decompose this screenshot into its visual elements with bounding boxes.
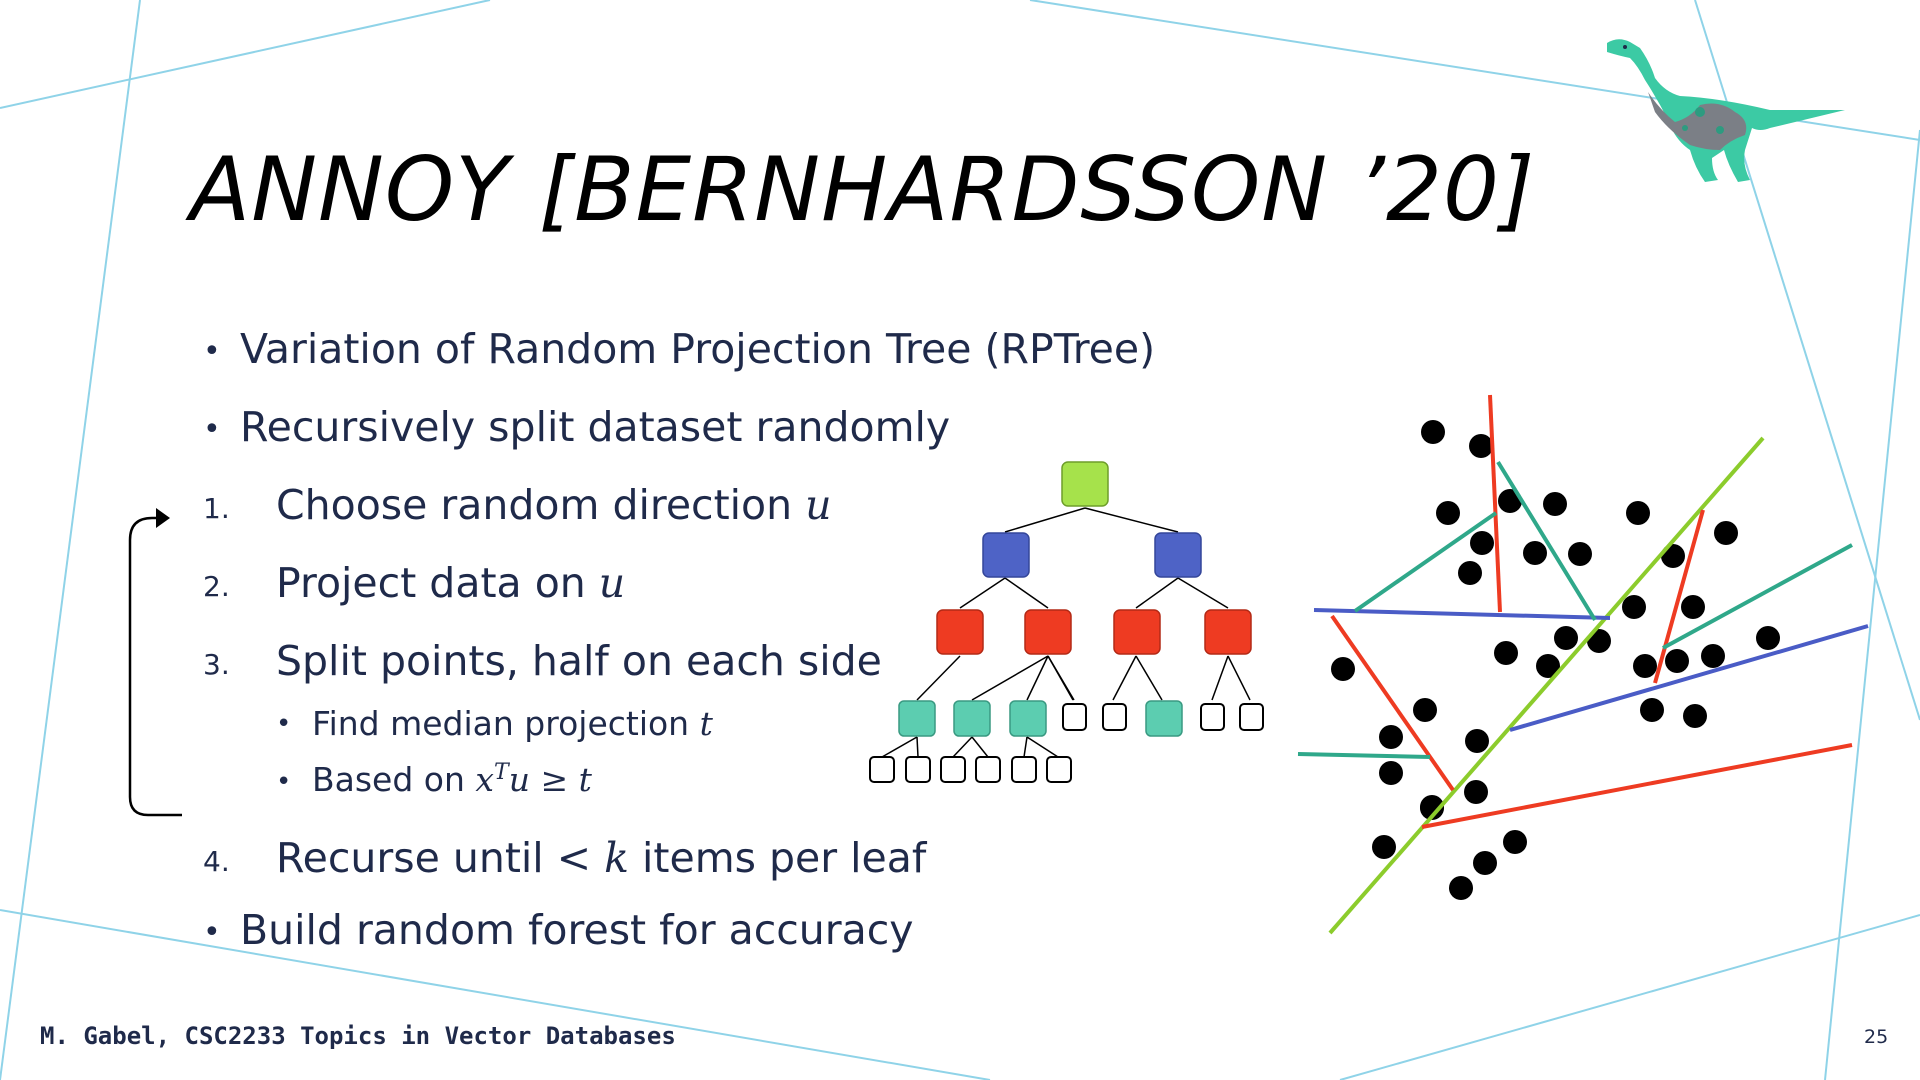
substep-1-math: t <box>699 704 713 743</box>
step-2-math: u <box>598 559 626 607</box>
step-3: Split points, half on each side <box>276 637 882 685</box>
step-1-number: 1. <box>203 492 230 525</box>
step-2-text: Project data on <box>276 559 599 607</box>
bullet-dot-icon: • <box>203 915 221 950</box>
bullet-2: Recursively split dataset randomly <box>240 403 951 451</box>
bullet-last: Build random forest for accuracy <box>240 906 914 954</box>
substep-1-text: Find median projection <box>312 704 700 743</box>
bullet-dot-icon: • <box>203 412 221 447</box>
footer: M. Gabel, CSC2233 Topics in Vector Datab… <box>40 1022 676 1050</box>
step-2: Project data on u <box>276 559 625 607</box>
step-1: Choose random direction u <box>276 481 832 529</box>
step-4-number: 4. <box>203 845 230 878</box>
step-4-text-after: items per leaf <box>628 834 927 882</box>
substep-2-math-rest: u ≥ t <box>508 760 592 799</box>
step-1-text: Choose random direction <box>276 481 806 529</box>
bullet-1: Variation of Random Projection Tree (RPT… <box>240 325 1156 373</box>
substep-2-text: Based on <box>312 760 476 799</box>
step-4: Recurse until < k items per leaf <box>276 834 926 882</box>
step-1-math: u <box>805 481 832 529</box>
substep-2-math-sup: T <box>494 760 509 785</box>
substep-2: Based on xTu ≥ t <box>312 760 592 799</box>
step-2-number: 2. <box>203 570 230 603</box>
substep-1: Find median projection t <box>312 704 713 743</box>
step-3-number: 3. <box>203 648 230 681</box>
bullet-dot-icon: • <box>276 767 292 797</box>
step-4-text-before: Recurse until <box>276 834 557 882</box>
bullet-dot-icon: • <box>203 334 221 369</box>
bullet-dot-icon: • <box>276 709 292 739</box>
slide-title: ANNOY [BERNHARDSSON ’20] <box>190 138 1536 241</box>
page-number: 25 <box>1864 1026 1889 1048</box>
step-4-math: < k <box>556 834 629 882</box>
substep-2-math-base: x <box>475 760 495 799</box>
